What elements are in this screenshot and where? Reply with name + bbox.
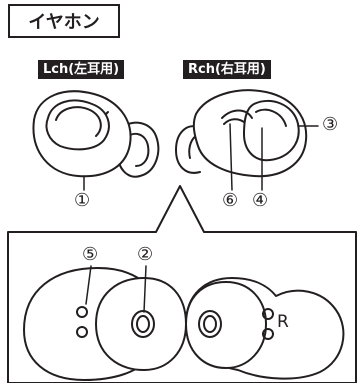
leader-5 [85, 265, 92, 305]
leader-6 [229, 123, 233, 191]
left-earphone [32, 90, 160, 178]
callout-1: ① [74, 190, 91, 211]
callout-6: ⑥ [222, 190, 239, 211]
leader-2 [143, 265, 147, 313]
r-mark: R [277, 312, 289, 332]
callout-5: ⑤ [82, 244, 99, 265]
callout-4: ④ [252, 190, 269, 211]
diagram-title: イヤホン [8, 4, 120, 38]
left-earphone-closeup [23, 267, 187, 381]
right-earphone [175, 89, 308, 178]
left-channel-label: Lch(左耳用) [38, 60, 125, 79]
callout-2: ② [137, 244, 154, 265]
right-earphone-closeup [185, 277, 345, 380]
right-channel-label: Rch(右耳用) [183, 60, 271, 79]
callout-3: ③ [322, 114, 339, 135]
